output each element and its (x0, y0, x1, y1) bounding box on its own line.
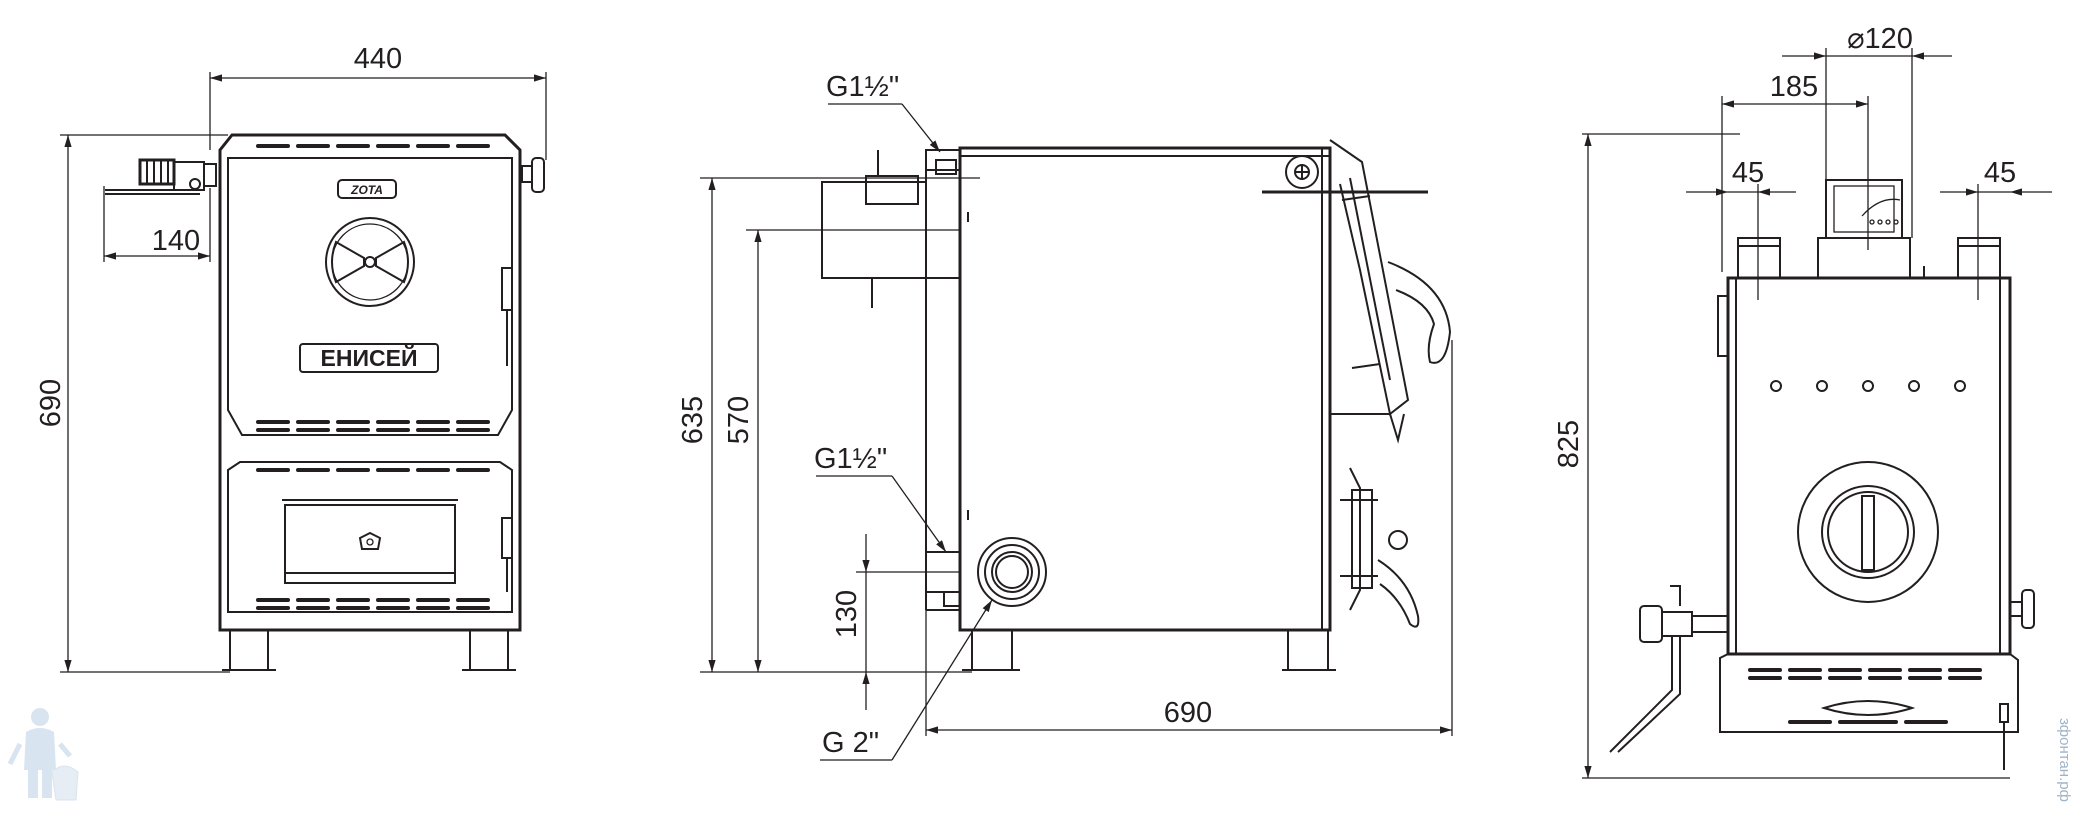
chimney-spigot (821, 150, 927, 308)
dim-left-pipe: 45 (1732, 157, 1764, 189)
dim-flue-offset: 185 (1770, 71, 1818, 103)
pipe-drain-label: G 2" (822, 727, 879, 759)
dim-flue-diameter: ⌀120 (1847, 23, 1913, 55)
rear-right-pipe (1957, 237, 2001, 279)
side-upper-door[interactable] (1329, 139, 1452, 444)
rear-cleaning-hatch (1797, 461, 1939, 603)
front-right-leg (469, 629, 509, 671)
dim-chimney-height: 570 (723, 396, 755, 444)
lower-door-handle[interactable] (501, 517, 513, 592)
side-view: G1½" G1½" G 2" 635 570 130 690 (677, 71, 1453, 761)
dim-total-height: 825 (1553, 420, 1585, 468)
front-middle-grille (256, 420, 490, 432)
rear-base-grille (1719, 653, 2019, 770)
brand-logo-plate (337, 179, 397, 199)
front-boiler-body (218, 133, 522, 632)
rear-right-knob (2009, 589, 2035, 629)
rear-poker-handle (1609, 585, 1729, 753)
dim-depth: 690 (1164, 697, 1212, 729)
rear-boiler-body (1726, 276, 2012, 656)
ash-drawer[interactable] (282, 499, 458, 584)
rear-left-pipe (1737, 237, 1781, 279)
front-left-pipe-stub (105, 158, 217, 195)
dim-return-height: 130 (831, 590, 863, 638)
front-view: ZOTA ЕНИСЕЙ (35, 43, 547, 673)
pipe-return-label: G1½" (814, 443, 887, 475)
pipe-top-label: G1½" (826, 71, 899, 103)
flue-outlet (1817, 179, 1925, 279)
rear-view: ⌀120 185 45 45 825 (1553, 23, 2052, 779)
brand-logo: ZOTA (350, 183, 383, 197)
model-plate-frame (299, 343, 439, 373)
dim-width: 440 (354, 43, 402, 75)
dim-outlet-height: 635 (677, 396, 709, 444)
dim-pipe-offset: 140 (152, 225, 200, 257)
upper-door-handle[interactable] (501, 267, 513, 366)
dim-right-pipe: 45 (1984, 157, 2016, 189)
ash-door[interactable] (227, 461, 513, 613)
drain-pipe (977, 537, 1047, 607)
front-lower-grilles (256, 468, 490, 610)
dim-height: 690 (35, 379, 67, 427)
air-regulator-wheel[interactable] (325, 217, 415, 307)
side-boiler-body (958, 146, 1332, 632)
side-thermometer (1262, 155, 1428, 194)
side-lower-door[interactable] (1340, 467, 1420, 628)
rear-inspection-holes (1770, 380, 1966, 392)
watermark-side-text: зфонтан.рф (2056, 718, 2073, 802)
return-pipe (925, 551, 961, 607)
model-plate: ЕНИСЕЙ (321, 344, 418, 371)
front-left-leg (229, 629, 269, 671)
front-right-knob (521, 157, 545, 193)
plumber-mascot-icon (7, 708, 79, 801)
